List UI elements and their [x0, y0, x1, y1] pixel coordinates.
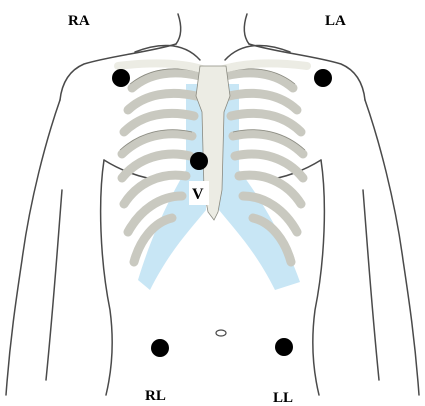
- electrode-ll: [275, 338, 293, 356]
- label-ra: RA: [68, 13, 90, 29]
- electrode-rl: [151, 339, 169, 357]
- left-rib-3: [124, 113, 194, 132]
- label-rl: RL: [145, 388, 166, 404]
- electrode-ra: [112, 69, 130, 87]
- right-rib-2: [229, 93, 297, 110]
- right-collar-line: [225, 45, 290, 60]
- left-clavicle: [118, 63, 205, 70]
- left-arm-inner: [46, 190, 62, 380]
- right-arm-inner: [363, 190, 379, 380]
- left-rib-2: [128, 93, 196, 110]
- right-clavicle: [220, 63, 307, 70]
- electrode-v: [190, 152, 208, 170]
- electrode-la: [314, 69, 332, 87]
- label-ll: LL: [273, 390, 293, 406]
- label-v: V: [192, 186, 204, 203]
- left-flank: [101, 160, 112, 395]
- right-arm-outer: [365, 100, 419, 395]
- neck-right-line: [244, 14, 249, 44]
- left-arm-outer: [6, 100, 60, 395]
- left-collar-line: [135, 45, 200, 60]
- rib-cage: [118, 63, 307, 290]
- label-la: LA: [325, 13, 346, 29]
- right-rib-3: [231, 113, 301, 132]
- neck-left-line: [176, 14, 181, 44]
- right-flank: [313, 160, 324, 395]
- navel: [216, 330, 226, 336]
